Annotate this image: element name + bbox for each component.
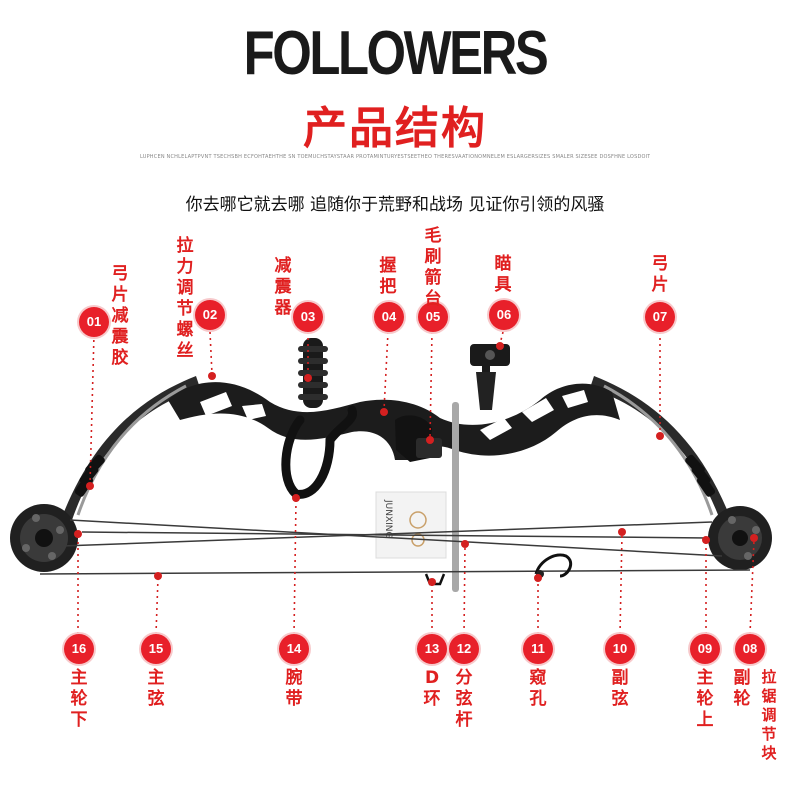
fine-print-text: LUPHCEN NCHLELAPTPVNT TSECHSBH ECFOHTAEH… [140,154,650,160]
main-string [39,569,751,575]
peep-sight [534,553,573,578]
cable-1 [69,519,723,557]
callout-badge-07: 07 [645,302,675,332]
callout-label-draw-stop-block: 拉锯调节块 [761,668,777,762]
callout-badge-08: 08 [735,634,765,664]
callout-label-grip: 握把 [379,256,397,297]
callout-anchor-dots [74,342,758,586]
riser [168,382,620,460]
left-cam [10,504,78,572]
riser-cutouts [200,390,588,440]
wrist-strap [281,405,358,499]
callout-badge-05: 05 [418,302,448,332]
callout-label-limb: 弓片 [651,254,669,295]
callout-badge-13: 13 [417,634,447,664]
bow-sight [470,344,510,410]
right-limb-highlight [603,384,714,516]
callout-badge-09: 09 [690,634,720,664]
callout-label-brush-arrow-rest: 毛刷箭台 [424,226,442,309]
tag-brand-text: JUNXING [383,499,393,539]
callout-badge-12: 12 [449,634,479,664]
splitter-rod [452,402,459,592]
limb-dampener-left [74,454,105,497]
callout-label-d-loop: D环 [423,668,441,709]
brand-title: FOLLOWERS [243,19,549,88]
callout-badge-15: 15 [141,634,171,664]
product-tag: JUNXING [375,491,447,559]
section-title: 产品结构 [303,103,487,154]
callout-label-main-string: 主弦 [147,668,165,709]
callout-badge-06: 06 [489,300,519,330]
callout-label-draw-weight-screw: 拉力调节螺丝 [176,236,194,361]
callout-label-upper-main-cam: 主轮上 [696,668,714,730]
callout-label-cable: 副弦 [611,668,629,709]
callout-label-splitter-rod: 分弦杆 [455,668,473,730]
callout-badge-04: 04 [374,302,404,332]
callout-label-lower-main-cam: 主轮下 [70,668,88,730]
callout-badge-03: 03 [293,302,323,332]
callout-label-sight: 瞄具 [494,254,512,295]
callout-label-auxiliary-cam: 副轮 [733,668,751,709]
callout-label-wrist-strap: 腕带 [285,668,303,709]
callout-label-limb-dampener: 弓片减震胶 [111,264,129,368]
callout-badge-16: 16 [64,634,94,664]
callout-label-shock-absorber: 减震器 [274,256,292,318]
left-limb-highlight [76,384,187,516]
tagline: 你去哪它就去哪 追随你于荒野和战场 见证你引领的风骚 [185,195,605,215]
callout-badge-11: 11 [523,634,553,664]
limb-dampener-right [685,454,716,497]
cable-3 [81,531,709,539]
arrow-rest [416,438,442,458]
callout-badge-10: 10 [605,634,635,664]
callout-leaders [77,331,755,635]
callout-badge-14: 14 [279,634,309,664]
right-cam [708,506,772,570]
callout-label-peep-sight: 窥孔 [529,668,547,709]
cable-2 [61,521,713,547]
callout-badge-02: 02 [195,300,225,330]
callout-badge-01: 01 [79,307,109,337]
shock-absorber [298,338,328,408]
